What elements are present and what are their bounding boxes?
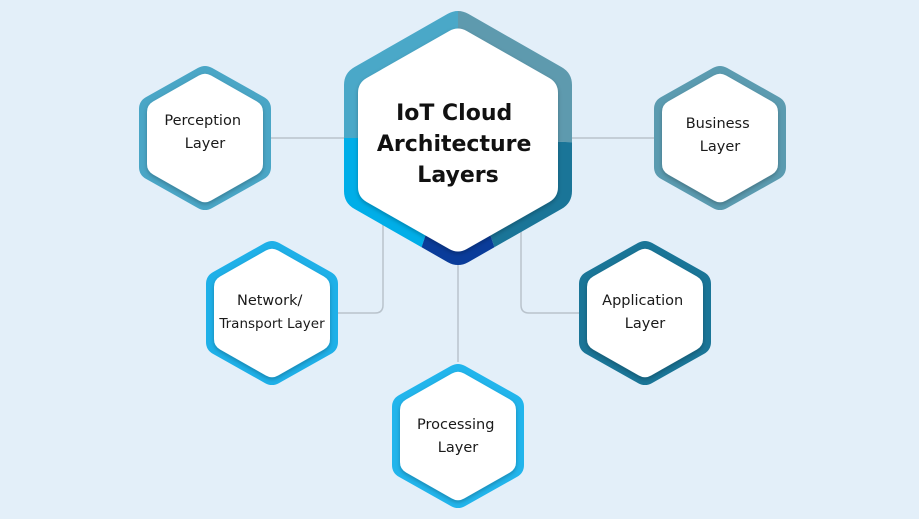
node-label: Network/ Transport Layer — [218, 293, 325, 332]
central-title: IoT Cloud Architecture Layers — [377, 101, 539, 188]
node-perception[interactable]: Perception Layer — [139, 65, 271, 211]
connector-application — [520, 225, 579, 314]
central-hexagon: IoT Cloud Architecture Layers — [344, 10, 572, 266]
connectors — [271, 137, 654, 362]
node-label-line-2: Layer — [700, 139, 740, 155]
central-title-line-1: IoT Cloud — [396, 101, 512, 126]
node-label-line-2: Transport Layer — [218, 316, 325, 332]
central-title-line-3: Layers — [417, 163, 498, 188]
central-title-line-2: Architecture — [377, 132, 532, 157]
node-processing[interactable]: Processing Layer — [392, 363, 524, 509]
node-label: Perception Layer — [164, 113, 245, 152]
node-network[interactable]: Network/ Transport Layer — [206, 240, 338, 386]
node-label-line-2: Layer — [185, 136, 225, 152]
central-inner — [358, 28, 558, 252]
node-application[interactable]: Application Layer — [579, 240, 711, 386]
node-label-line-1: Perception — [164, 113, 241, 129]
node-business[interactable]: Business Layer — [654, 65, 786, 211]
node-label-line-1: Application — [602, 293, 683, 309]
node-label-line-1: Processing — [417, 417, 494, 433]
hexagon-inner — [214, 248, 330, 378]
node-label: Business Layer — [686, 116, 755, 155]
node-label-line-2: Layer — [625, 316, 665, 332]
hexagon-inner — [662, 73, 778, 203]
node-label-line-1: Business — [686, 116, 750, 132]
hexagon-inner — [587, 248, 703, 378]
node-label: Processing Layer — [417, 417, 499, 456]
node-label-line-2: Layer — [438, 440, 478, 456]
connector-network — [338, 225, 384, 314]
node-label-line-1: Network/ — [237, 293, 303, 309]
hexagon-inner — [147, 73, 263, 203]
hexagon-inner — [400, 371, 516, 501]
node-label: Application Layer — [602, 293, 688, 332]
